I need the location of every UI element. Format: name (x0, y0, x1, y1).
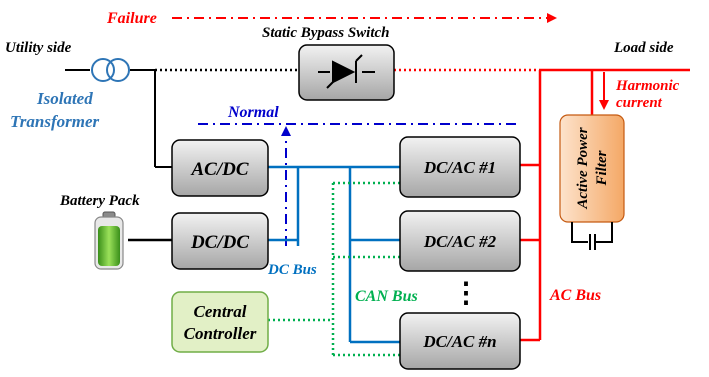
transformer-label: Transformer (10, 112, 99, 131)
static-bypass-switch-label: Static Bypass Switch (262, 25, 390, 41)
filter-label-line2: Filter (594, 150, 610, 186)
dcacn-label: DC/AC #n (422, 332, 496, 351)
load-side-label: Load side (613, 40, 674, 56)
normal-label: Normal (227, 104, 279, 121)
ellipsis-label: ⋮ (452, 278, 480, 309)
transformer-icon (91, 58, 130, 82)
thyristor-icon (318, 54, 375, 89)
ac-bus-label: AC Bus (549, 287, 601, 304)
dcdc-label: DC/DC (190, 232, 249, 253)
acdc-block (171, 139, 269, 197)
dcac1-label: DC/AC #1 (423, 158, 496, 177)
failure-label: Failure (106, 10, 157, 27)
active-power-filter-block (559, 114, 625, 223)
harmonic-label: Harmonic (615, 78, 680, 94)
filter-label-line1: Active Power (575, 127, 591, 209)
capacitor-icon (571, 222, 613, 250)
battery-pack-label: Battery Pack (59, 193, 140, 209)
dcac2-block (399, 210, 521, 272)
utility-side-label: Utility side (5, 40, 72, 56)
can-bus-label: CAN Bus (355, 288, 418, 305)
current-label: current (616, 95, 663, 111)
isolated-label: Isolated (36, 89, 93, 108)
battery-icon (94, 211, 124, 270)
controller-label-line2: Controller (184, 324, 257, 343)
dcacn-block (399, 312, 521, 370)
dcdc-block (171, 212, 269, 270)
controller-label-line1: Central (194, 302, 247, 321)
dc-bus-label: DC Bus (267, 262, 317, 278)
dcac1-block (399, 136, 521, 198)
acdc-label: AC/DC (190, 159, 248, 180)
dcac2-label: DC/AC #2 (423, 232, 497, 251)
central-controller-block (171, 291, 269, 353)
